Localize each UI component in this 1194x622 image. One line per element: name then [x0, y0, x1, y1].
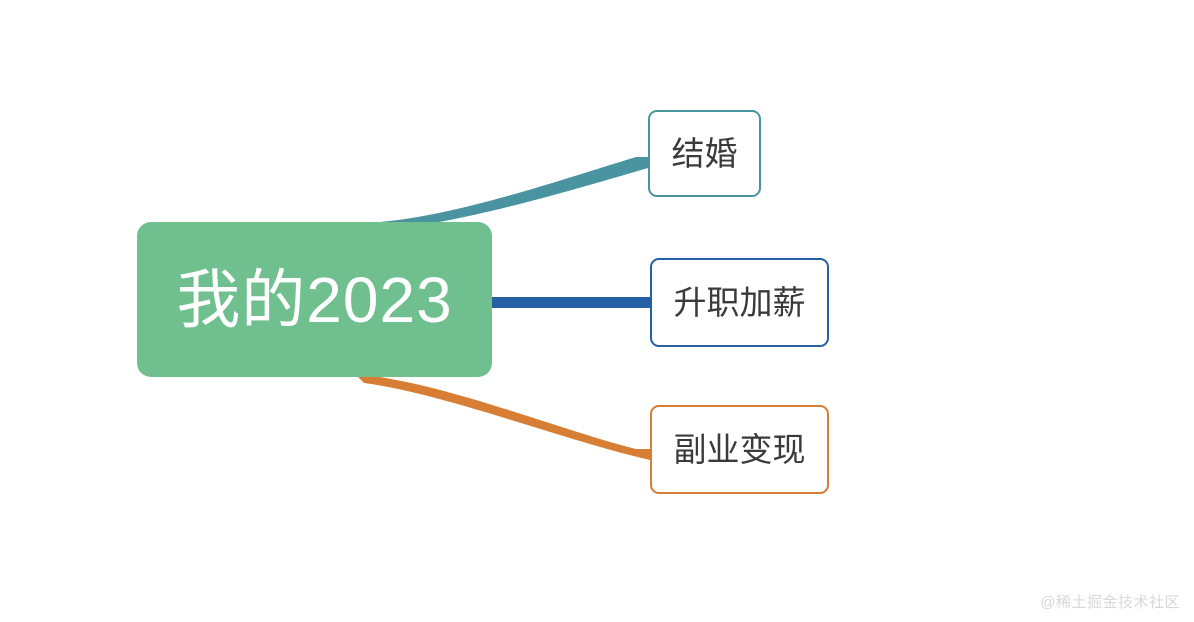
branch-node-side-income[interactable]: 副业变现: [650, 405, 829, 494]
branch-node-label: 副业变现: [673, 431, 806, 468]
watermark-text: @稀土掘金技术社区: [1040, 594, 1180, 611]
connector-branch-0: [364, 157, 648, 231]
connector-branch-2: [355, 374, 650, 460]
root-node[interactable]: 我的2023: [137, 222, 492, 377]
root-node-label: 我的2023: [176, 263, 453, 336]
branch-node-label: 结婚: [671, 135, 738, 172]
branch-node-marriage[interactable]: 结婚: [648, 110, 761, 197]
connector-branch-1: [486, 297, 650, 308]
branch-node-promotion[interactable]: 升职加薪: [650, 258, 829, 347]
branch-node-label: 升职加薪: [673, 284, 806, 321]
